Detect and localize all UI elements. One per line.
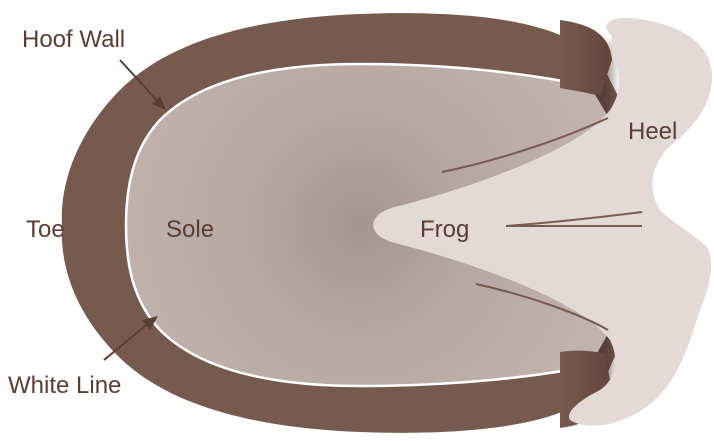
label-white-line: White Line — [8, 374, 121, 398]
label-toe: Toe — [26, 218, 65, 242]
label-sole: Sole — [166, 218, 214, 242]
label-hoof-wall: Hoof Wall — [22, 28, 125, 52]
label-heel: Heel — [628, 120, 677, 144]
label-frog: Frog — [420, 218, 469, 242]
